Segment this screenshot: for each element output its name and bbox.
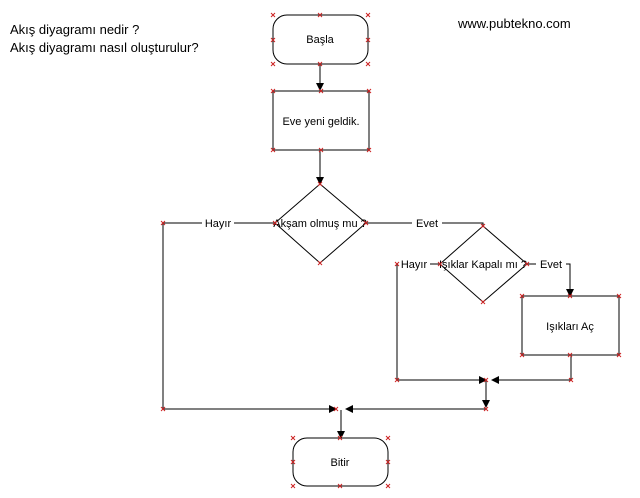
connection-handle-mark bbox=[318, 147, 324, 153]
connection-handle-mark bbox=[337, 435, 343, 441]
node-turn-on-lights-label: Işıkları Aç bbox=[546, 321, 594, 333]
connection-handle-mark bbox=[568, 377, 574, 383]
connection-handle-mark bbox=[337, 483, 343, 489]
connection-handle-mark bbox=[317, 61, 323, 67]
node-is-evening: Akşam olmuş mu ? bbox=[273, 183, 367, 264]
edge-evening-yes bbox=[365, 222, 484, 226]
node-lights-off: Işıklar Kapalı mı ? bbox=[439, 225, 528, 303]
connection-handle-mark bbox=[385, 483, 391, 489]
connection-handle-mark bbox=[290, 435, 296, 441]
connection-handle-mark bbox=[160, 406, 166, 412]
connection-handle-mark bbox=[363, 220, 369, 226]
connection-handle-mark bbox=[366, 88, 372, 94]
connection-handle-mark bbox=[270, 147, 276, 153]
node-start-label: Başla bbox=[306, 34, 334, 46]
connection-handle-mark bbox=[160, 220, 166, 226]
node-start: Başla bbox=[272, 14, 369, 65]
connection-handle-mark bbox=[270, 37, 276, 43]
label-evening-yes: Evet bbox=[416, 218, 438, 230]
node-end: Bitir bbox=[292, 437, 389, 487]
connection-handle-mark bbox=[567, 352, 573, 358]
connection-handle-mark bbox=[385, 435, 391, 441]
connection-handles bbox=[160, 12, 622, 489]
connection-handle-mark bbox=[366, 147, 372, 153]
connection-handle-mark bbox=[524, 261, 530, 267]
connection-handle-mark bbox=[333, 406, 339, 412]
connection-handle-mark bbox=[290, 483, 296, 489]
question-what-is-flowchart: Akış diyagramı nedir ? bbox=[10, 22, 140, 37]
connection-handle-mark bbox=[385, 459, 391, 465]
connection-handle-mark bbox=[519, 352, 525, 358]
node-arrived-home: Eve yeni geldik. bbox=[272, 90, 370, 151]
connection-handle-mark bbox=[519, 293, 525, 299]
connection-handle-mark bbox=[318, 88, 324, 94]
connection-handle-mark bbox=[317, 260, 323, 266]
connection-handle-mark bbox=[567, 293, 573, 299]
connection-handle-mark bbox=[365, 12, 371, 18]
connection-handle-mark bbox=[437, 261, 443, 267]
connection-handle-mark bbox=[483, 406, 489, 412]
label-evening-no: Hayır bbox=[205, 218, 232, 230]
edge-lights-on-to-merge bbox=[491, 355, 572, 384]
connection-handle-mark bbox=[616, 352, 622, 358]
question-how-to-create-flowchart: Akış diyagramı nasıl oluşturulur? bbox=[10, 40, 199, 55]
connection-handle-mark bbox=[317, 181, 323, 187]
connection-handle-mark bbox=[272, 220, 278, 226]
connection-handle-mark bbox=[365, 37, 371, 43]
connection-handle-mark bbox=[480, 223, 486, 229]
connection-handle-mark bbox=[270, 88, 276, 94]
website-url: www.pubtekno.com bbox=[458, 16, 571, 31]
connection-handle-mark bbox=[480, 299, 486, 305]
connection-handle-mark bbox=[317, 12, 323, 18]
connection-handle-mark bbox=[270, 61, 276, 67]
node-arrived-home-label: Eve yeni geldik. bbox=[282, 116, 359, 128]
connection-handle-mark bbox=[394, 261, 400, 267]
node-end-label: Bitir bbox=[331, 457, 350, 469]
label-lights-yes: Evet bbox=[540, 259, 562, 271]
connection-handle-mark bbox=[394, 377, 400, 383]
node-turn-on-lights: Işıkları Aç bbox=[521, 295, 620, 356]
connection-handle-mark bbox=[290, 459, 296, 465]
connection-handle-mark bbox=[616, 293, 622, 299]
label-lights-no: Hayır bbox=[401, 259, 428, 271]
connection-handle-mark bbox=[483, 377, 489, 383]
node-is-evening-label: Akşam olmuş mu ? bbox=[273, 218, 367, 230]
connection-handle-mark bbox=[365, 61, 371, 67]
node-lights-off-label: Işıklar Kapalı mı ? bbox=[439, 259, 527, 271]
connection-handle-mark bbox=[270, 12, 276, 18]
